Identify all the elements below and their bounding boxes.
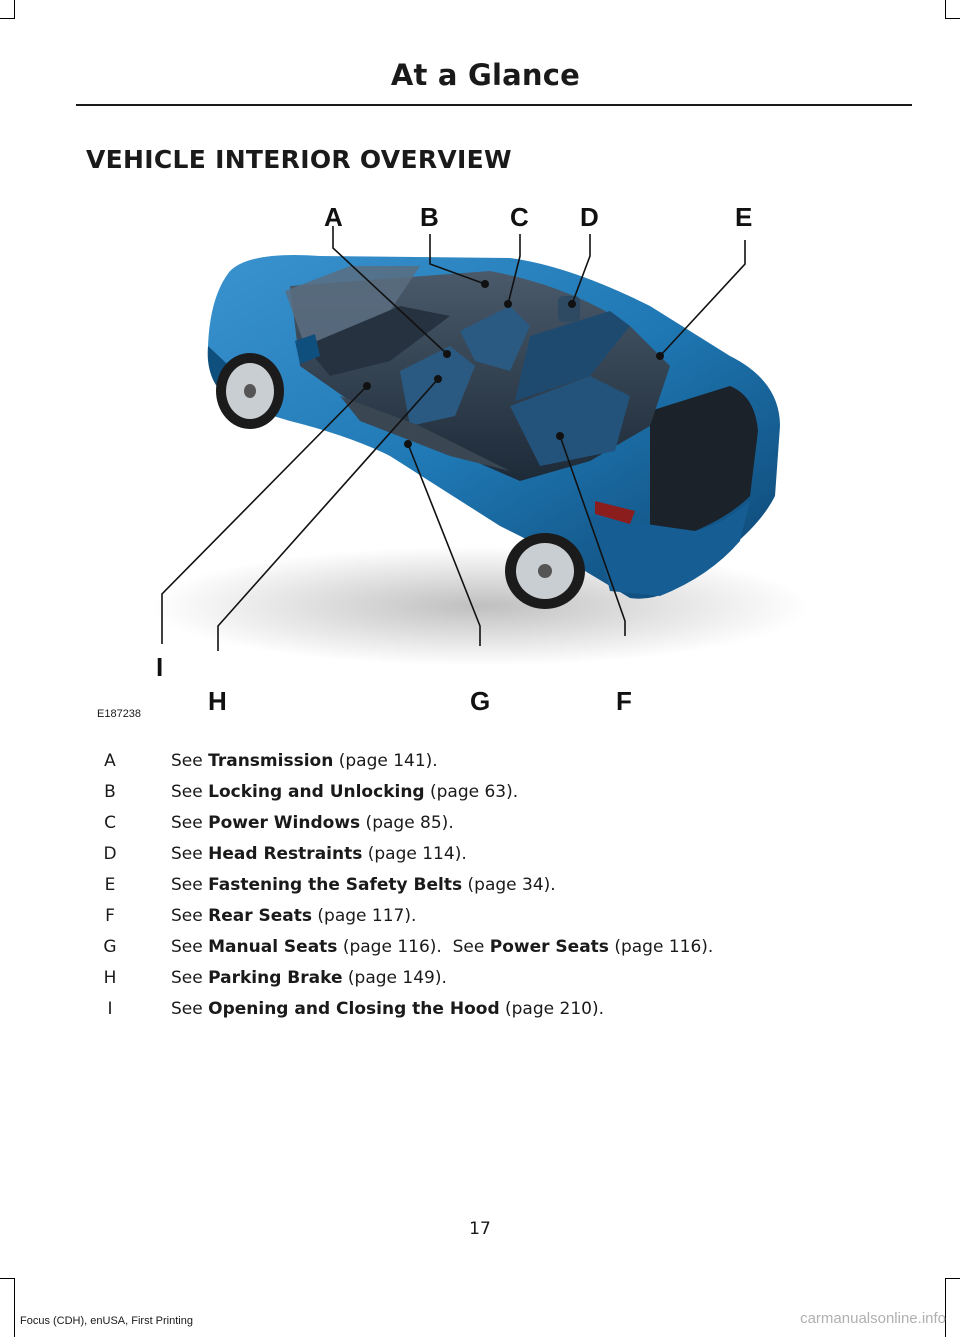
car-front-seat-passenger [460,306,530,371]
callout-label-d: D [580,202,599,232]
legend-letter: D [103,844,117,864]
page-reference-link[interactable]: Rear Seats [208,906,313,926]
callout-line-i [161,385,368,644]
callout-dots [363,280,664,448]
car-floor [340,396,510,471]
footer-edition-text: Focus (CDH), enUSA, First Printing [20,1315,193,1327]
crop-mark-bottom-right-v [945,1279,946,1337]
vehicle-interior-figure: A B C D E F G H I [90,196,850,722]
legend-text: See Transmission (page 141). [171,751,438,771]
page-number: 17 [469,1219,491,1239]
page-reference-link[interactable]: Power Windows [208,813,361,833]
car-taillight [595,501,635,524]
page-reference-link[interactable]: Parking Brake [208,968,343,988]
callout-legend: A See Transmission (page 141). B See Loc… [90,747,890,1026]
crop-mark-top-right-v [945,0,946,18]
callout-line-f [559,435,626,636]
callout-line-h [217,378,439,651]
vehicle-illustration: A B C D E F G H I [150,202,810,716]
legend-letter: A [104,751,116,771]
callout-line-c [507,234,521,305]
car-rear-seat [510,376,630,466]
figure-id: E187238 [97,708,142,720]
callout-label-c: C [510,202,529,232]
legend-text: See Head Restraints (page 114). [171,844,467,864]
legend-row-e: E See Fastening the Safety Belts (page 3… [90,871,890,902]
callout-line-b [429,234,486,285]
legend-text: See Parking Brake (page 149). [171,968,447,988]
front-wheel [216,353,284,429]
legend-letter: B [104,782,116,802]
callout-lines [161,226,746,651]
crop-mark-bottom-left-h [0,1278,15,1279]
car-head-restraint [558,296,580,322]
legend-letter: C [104,813,116,833]
legend-row-f: F See Rear Seats (page 117). [90,902,890,933]
crop-mark-top-left-v [14,0,15,18]
callout-label-h: H [208,686,227,716]
legend-letter: G [103,937,117,957]
legend-text: See Fastening the Safety Belts (page 34)… [171,875,556,895]
page-reference-link[interactable]: Locking and Unlocking [208,782,425,802]
page-reference-link[interactable]: Power Seats [489,937,609,957]
callout-line-a [332,226,448,355]
legend-text: See Power Windows (page 85). [171,813,454,833]
legend-row-i: I See Opening and Closing the Hood (page… [90,995,890,1026]
crop-mark-top-right-h [945,18,960,19]
page-reference-link[interactable]: Transmission [208,751,334,771]
callout-label-a: A [324,202,343,232]
crop-mark-bottom-left-v [14,1279,15,1337]
callout-label-g: G [470,686,490,716]
crop-mark-top-left-h [0,18,15,19]
legend-row-g: G See Manual Seats (page 116). See Power… [90,933,890,964]
legend-row-b: B See Locking and Unlocking (page 63). [90,778,890,809]
legend-text: See Rear Seats (page 117). [171,906,417,926]
page-reference-link[interactable]: Manual Seats [208,937,338,957]
callout-label-b: B [420,202,439,232]
watermark: carmanualsonline.info [800,1310,946,1327]
legend-row-c: C See Power Windows (page 85). [90,809,890,840]
page-reference-link[interactable]: Head Restraints [208,844,363,864]
page-reference-link[interactable]: Fastening the Safety Belts [208,875,463,895]
legend-row-a: A See Transmission (page 141). [90,747,890,778]
callout-label-i: I [156,652,163,682]
callout-label-e: E [735,202,752,232]
callout-line-e [659,240,746,357]
car-side-mirror [295,334,320,364]
legend-letter: H [103,968,117,988]
page-header-title: At a Glance [390,58,580,92]
car-front-seat-driver [400,346,475,426]
callout-label-f: F [616,686,632,716]
car-rear-seat-back [515,311,630,401]
legend-row-d: D See Head Restraints (page 114). [90,840,890,871]
legend-row-h: H See Parking Brake (page 149). [90,964,890,995]
section-title: VEHICLE INTERIOR OVERVIEW [86,145,512,174]
legend-text: See Opening and Closing the Hood (page 2… [171,999,604,1019]
legend-letter: I [107,999,113,1019]
callout-line-d [571,234,591,305]
car-rear-lower [590,501,750,596]
crop-mark-bottom-right-h [945,1278,960,1279]
header-rule [76,104,912,106]
callout-line-g [407,443,481,646]
legend-letter: E [104,875,116,895]
legend-text: See Locking and Unlocking (page 63). [171,782,519,802]
rear-wheel [505,533,585,609]
legend-text: See Manual Seats (page 116). See Power S… [171,937,714,957]
car-rear-hatch [650,386,758,531]
page-reference-link[interactable]: Opening and Closing the Hood [208,999,500,1019]
car-windshield [285,266,420,346]
legend-letter: F [105,906,115,926]
